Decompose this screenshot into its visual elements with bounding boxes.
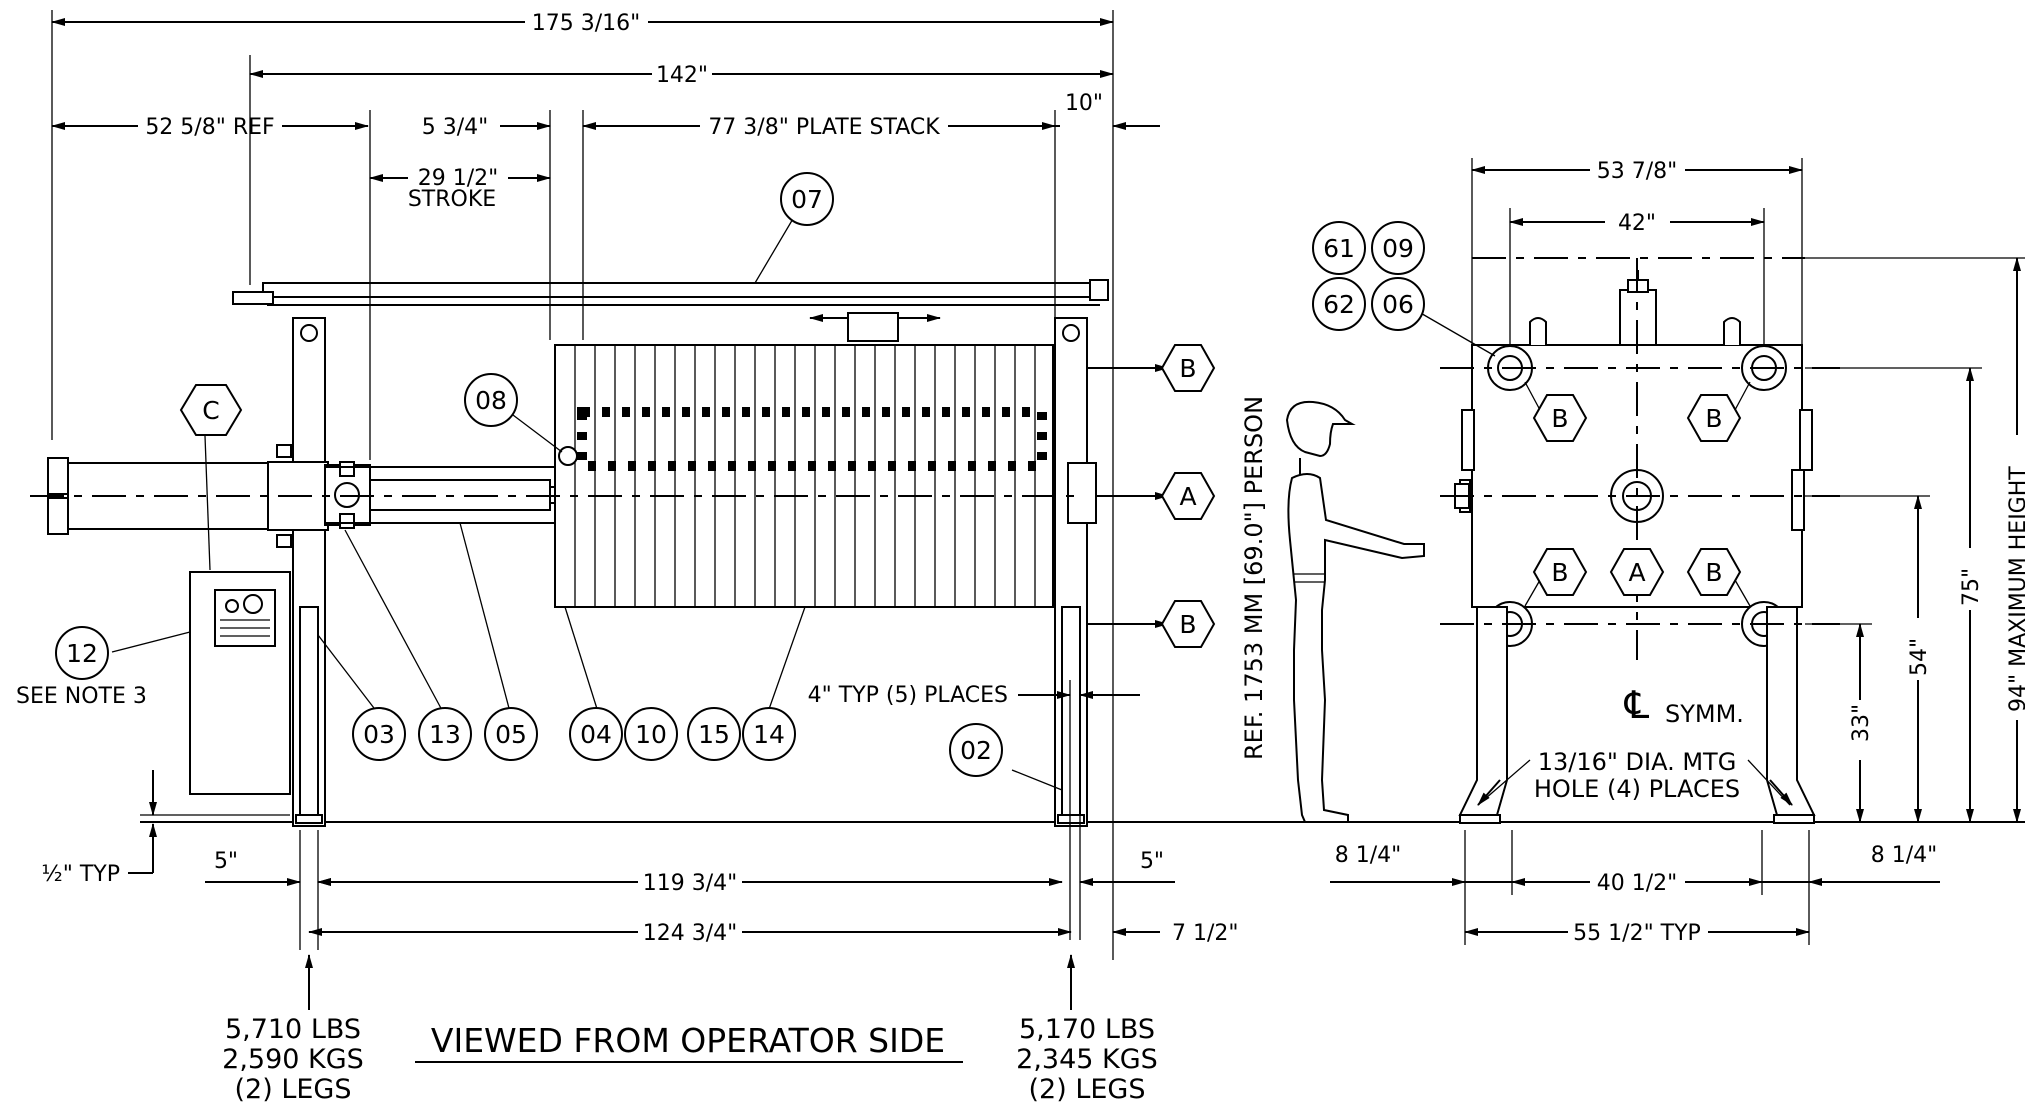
balloon-09: 09 xyxy=(1382,234,1414,263)
side-dim-53: 53 7/8" xyxy=(1597,159,1678,184)
dim-5-34: 5 3/4" xyxy=(422,115,489,140)
front-dimensions: 175 3/16" 142" 52 5/8" REF 5 3/4" 77 3/8… xyxy=(41,10,1239,1010)
dim-119: 119 3/4" xyxy=(643,871,738,896)
dim-10: 10" xyxy=(1065,91,1103,116)
front-callouts: 07 08 12 03 13 05 04 10 15 14 02 C B A B… xyxy=(16,172,1216,791)
symm-label: SYMM. xyxy=(1665,700,1744,728)
balloon-10: 10 xyxy=(635,720,667,749)
balloon-02: 02 xyxy=(960,736,992,765)
side-dim-40: 40 1/2" xyxy=(1597,871,1678,896)
side-dimensions: 53 7/8" 42" 8 1/4" 40 1/2" 8 1/4" 55 1/2… xyxy=(1330,158,2025,946)
hex-b-bottom: B xyxy=(1179,610,1196,639)
hex-b-side-tl: B xyxy=(1551,404,1568,433)
side-dim-94: 94" MAXIMUM HEIGHT xyxy=(2006,466,2025,712)
dim-7-12: 7 1/2" xyxy=(1172,921,1239,946)
balloon-12: 12 xyxy=(66,639,98,668)
dim-overall: 175 3/16" xyxy=(532,11,641,36)
balloon-03: 03 xyxy=(363,720,395,749)
mtg-hole-line2: HOLE (4) PLACES xyxy=(1534,775,1740,803)
side-dim-33: 33" xyxy=(1849,704,1874,742)
dim-plate-stack: 77 3/8" PLATE STACK xyxy=(708,115,940,140)
balloon-05: 05 xyxy=(495,720,527,749)
dim-frame: 142" xyxy=(656,63,708,88)
dim-stroke: 29 1/2" xyxy=(418,166,499,191)
side-dim-54: 54" xyxy=(1907,638,1932,676)
load-notes: 5,710 LBS 2,590 KGS (2) LEGS 5,170 LBS 2… xyxy=(222,1014,1158,1105)
person-figure: REF. 1753 MM [69.0"] PERSON xyxy=(1240,396,1425,823)
hex-c: C xyxy=(202,396,219,425)
hex-b-side-bl: B xyxy=(1551,558,1568,587)
see-note-3: SEE NOTE 3 xyxy=(16,684,147,709)
dim-stroke-word: STROKE xyxy=(408,187,496,212)
side-view xyxy=(1440,257,1840,824)
dim-5-right: 5" xyxy=(1140,849,1164,874)
mtg-hole-line1: 13/16" DIA. MTG xyxy=(1538,748,1737,776)
dim-typ-places: 4" TYP (5) PLACES xyxy=(808,683,1008,708)
balloon-62: 62 xyxy=(1323,290,1355,319)
balloon-08: 08 xyxy=(475,386,507,415)
plate-stack-lines xyxy=(574,345,1036,607)
side-dim-8-left: 8 1/4" xyxy=(1335,843,1402,868)
balloon-61: 61 xyxy=(1323,234,1355,263)
side-dim-8-right: 8 1/4" xyxy=(1871,843,1938,868)
load-left-kgs: 2,590 KGS xyxy=(222,1044,364,1075)
dim-ref-52: 52 5/8" REF xyxy=(145,115,274,140)
load-left-legs: (2) LEGS xyxy=(235,1074,352,1105)
dim-5-left: 5" xyxy=(214,849,238,874)
centerline-symbol: ℄ xyxy=(1624,683,1650,727)
hex-a-side: A xyxy=(1628,558,1645,587)
dim-half-typ: ½" TYP xyxy=(41,862,120,887)
side-dim-55: 55 1/2" TYP xyxy=(1573,921,1701,946)
hex-b-side-br: B xyxy=(1705,558,1722,587)
person-reference: REF. 1753 MM [69.0"] PERSON xyxy=(1240,396,1268,760)
balloon-13: 13 xyxy=(429,720,461,749)
side-dim-75: 75" xyxy=(1959,568,1984,606)
side-dim-42: 42" xyxy=(1618,211,1656,236)
balloon-07: 07 xyxy=(791,185,823,214)
load-right-legs: (2) LEGS xyxy=(1029,1074,1146,1105)
hex-b-side-tr: B xyxy=(1705,404,1722,433)
front-view xyxy=(30,279,1109,827)
load-right-lbs: 5,170 LBS xyxy=(1019,1014,1155,1045)
hex-a: A xyxy=(1179,482,1196,511)
view-title: VIEWED FROM OPERATOR SIDE xyxy=(431,1021,945,1060)
hex-b-top: B xyxy=(1179,354,1196,383)
side-callouts: 61 09 62 06 B B B A B ℄ SYMM. 13/16" DIA… xyxy=(1312,221,1751,803)
balloon-14: 14 xyxy=(753,720,785,749)
balloon-04: 04 xyxy=(580,720,612,749)
load-left-lbs: 5,710 LBS xyxy=(225,1014,361,1045)
balloon-15: 15 xyxy=(698,720,730,749)
balloon-06: 06 xyxy=(1382,290,1414,319)
load-right-kgs: 2,345 KGS xyxy=(1016,1044,1158,1075)
dim-124: 124 3/4" xyxy=(643,921,738,946)
